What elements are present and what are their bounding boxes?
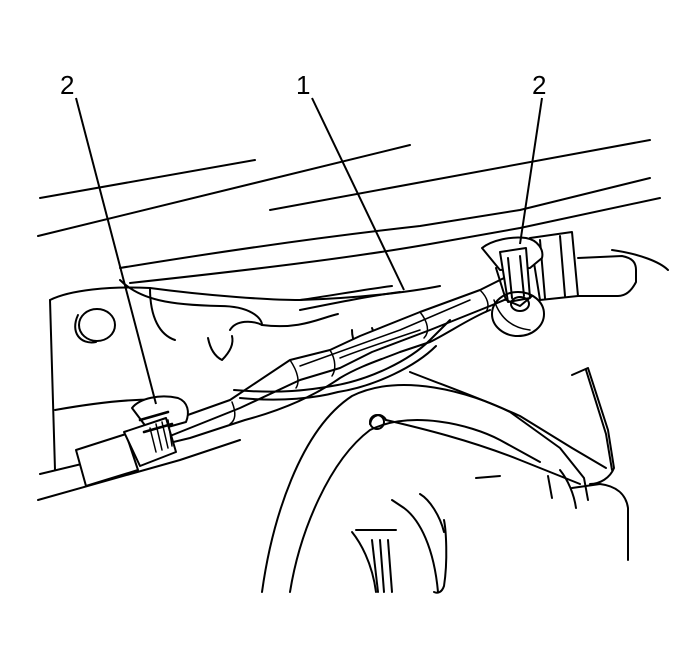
callout-harness: 1 [296,70,310,100]
lower-structure [261,367,629,594]
right-retainer-clip [481,236,545,337]
body-panel [49,279,441,471]
upper-panel-lines [37,139,661,284]
callout-leaders [75,97,543,405]
left-retainer-clip [75,395,189,487]
leader-right-clip [519,97,543,245]
callout-right-clip: 2 [532,70,546,100]
leader-left-clip [75,97,157,405]
leader-harness [311,97,405,291]
callout-left-clip: 2 [60,70,74,100]
